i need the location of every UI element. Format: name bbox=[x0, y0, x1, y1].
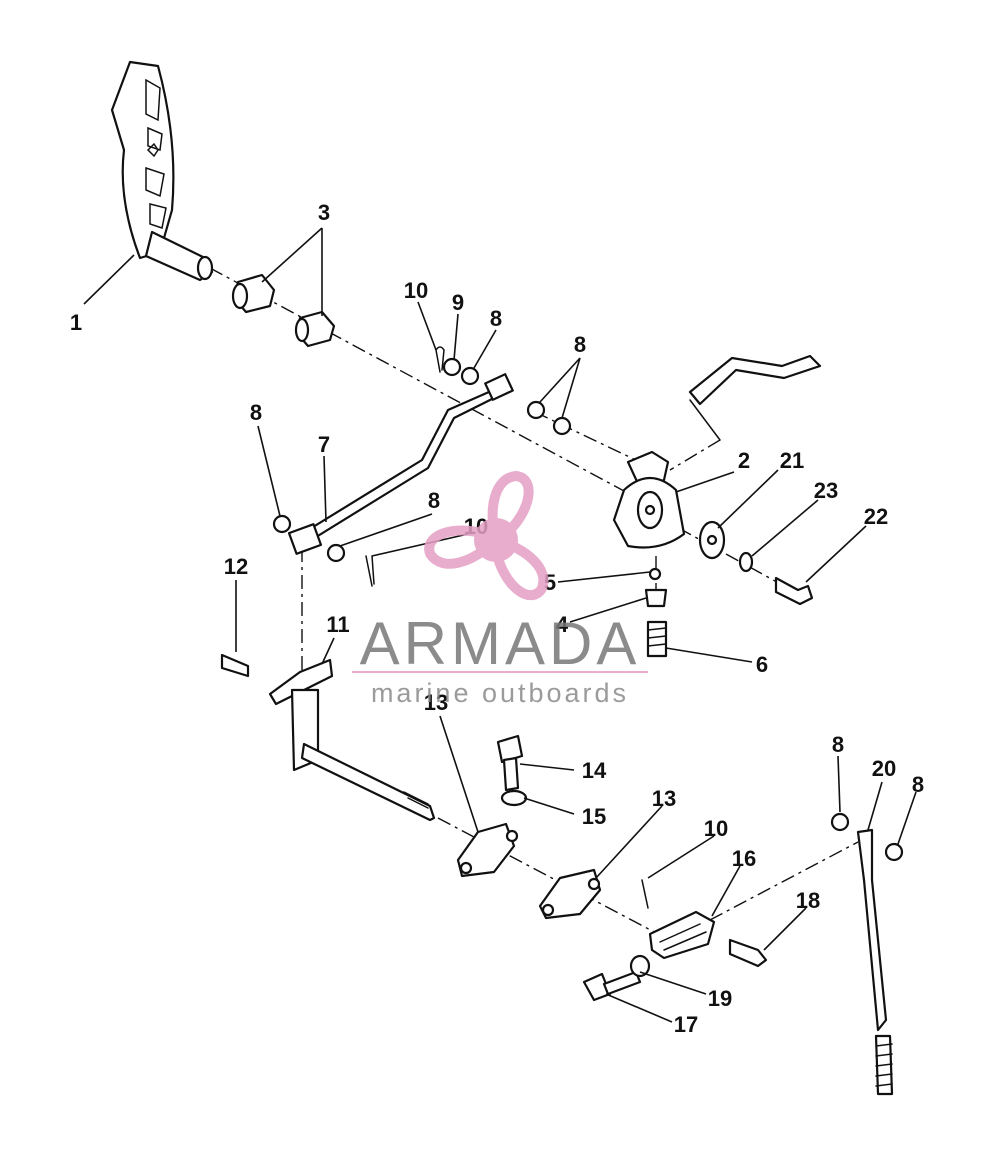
callout-1: 1 bbox=[70, 310, 82, 335]
callout-6: 6 bbox=[756, 652, 768, 677]
clevis-assembly bbox=[582, 879, 768, 1002]
shift-wire bbox=[688, 354, 822, 441]
callout-13: 13 bbox=[652, 786, 676, 811]
callout-12: 12 bbox=[224, 554, 248, 579]
callout-2: 2 bbox=[738, 448, 750, 473]
callout-21: 21 bbox=[780, 448, 804, 473]
bushing-upper bbox=[231, 273, 276, 314]
shift-handle bbox=[110, 60, 214, 282]
bushing-lower bbox=[294, 310, 336, 348]
watermark-brand: ARMADA bbox=[360, 610, 641, 677]
shift-rod bbox=[830, 812, 904, 1096]
clamp-right bbox=[538, 868, 602, 920]
callout-3: 3 bbox=[318, 200, 330, 225]
callout-8: 8 bbox=[912, 772, 924, 797]
callout-10: 10 bbox=[704, 816, 728, 841]
leader-lines bbox=[83, 227, 917, 1023]
callout-8: 8 bbox=[832, 732, 844, 757]
clamp-left bbox=[456, 822, 519, 878]
callout-18: 18 bbox=[796, 888, 820, 913]
washer-and-screw bbox=[698, 520, 814, 606]
callout-9: 9 bbox=[452, 290, 464, 315]
callout-14: 14 bbox=[582, 758, 607, 783]
callout-16: 16 bbox=[732, 846, 756, 871]
callout-8: 8 bbox=[574, 332, 586, 357]
callout-20: 20 bbox=[872, 756, 896, 781]
callout-8: 8 bbox=[428, 488, 440, 513]
callout-11: 11 bbox=[326, 612, 349, 637]
callout-15: 15 bbox=[582, 804, 606, 829]
link-rod bbox=[287, 373, 514, 555]
watermark: ARMADA marine outboards bbox=[352, 470, 648, 708]
callout-22: 22 bbox=[864, 504, 888, 529]
assembly-axes bbox=[209, 267, 859, 936]
callout-4: 4 bbox=[556, 612, 569, 637]
callout-8: 8 bbox=[490, 306, 502, 331]
callout-10: 10 bbox=[404, 278, 428, 303]
callout-labels: 1 3 10 9 8 8 8 7 8 10 2 21 23 22 12 11 5… bbox=[70, 200, 924, 1037]
watermark-tagline: marine outboards bbox=[371, 678, 629, 708]
clamp-bolt bbox=[496, 734, 528, 807]
callout-13: 13 bbox=[424, 690, 448, 715]
small-fasteners bbox=[272, 346, 572, 587]
detent-plate bbox=[612, 450, 686, 549]
callout-19: 19 bbox=[708, 986, 732, 1011]
callout-8: 8 bbox=[250, 400, 262, 425]
propeller-icon bbox=[424, 470, 553, 600]
lever-assembly bbox=[220, 653, 436, 822]
callout-23: 23 bbox=[814, 478, 838, 503]
callout-17: 17 bbox=[674, 1012, 698, 1037]
detent-ball-spring bbox=[644, 567, 668, 658]
callout-7: 7 bbox=[318, 432, 330, 457]
